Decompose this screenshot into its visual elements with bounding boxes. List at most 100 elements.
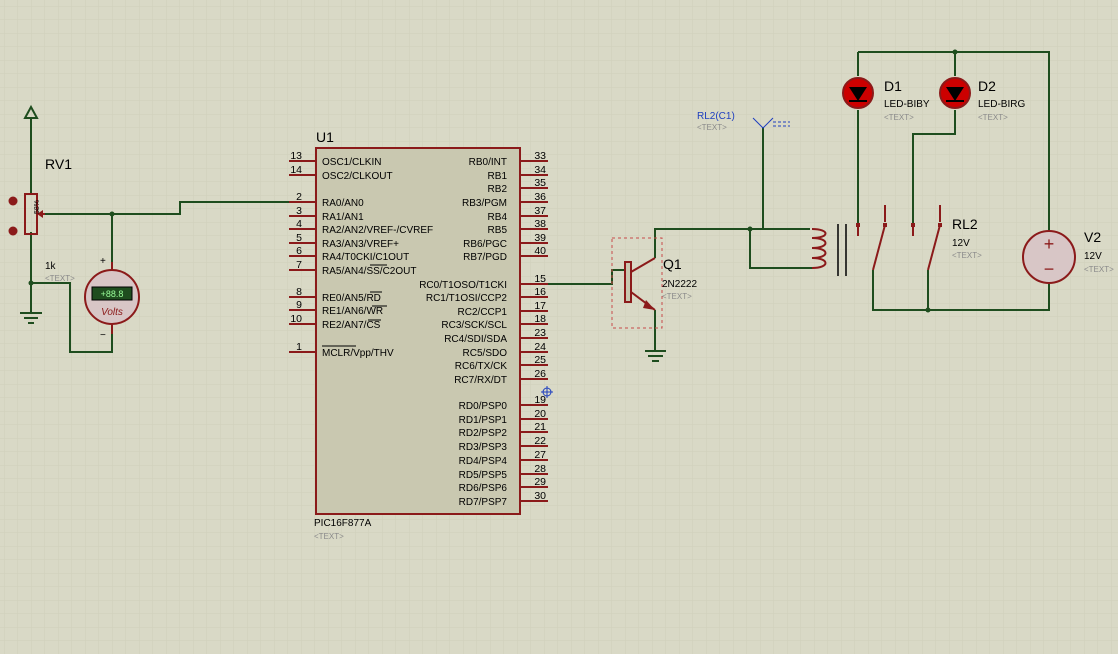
- led-d1[interactable]: [842, 77, 874, 109]
- u1-pin-label: RB3/PGM: [462, 198, 507, 209]
- u1-pin-number: 26: [534, 368, 546, 380]
- u1-pin-label: RC4/SDI/SDA: [444, 334, 507, 345]
- u1-pin-label: RB2: [488, 184, 508, 195]
- u1-pin-number: 24: [534, 341, 546, 353]
- led-d2[interactable]: [939, 77, 971, 109]
- u1-pin-number: 7: [296, 259, 302, 271]
- d1-placeholder: <TEXT>: [884, 113, 914, 122]
- voltmeter-plus: +: [100, 256, 106, 267]
- rv1-dial-label: 58%: [34, 200, 41, 214]
- u1-pin-number: 38: [534, 218, 546, 230]
- u1-pin-label: RA4/T0CKI/C1OUT: [322, 252, 409, 263]
- u1-pin-label: OSC1/CLKIN: [322, 157, 381, 168]
- u1-pin-number: 20: [534, 408, 546, 420]
- d2-value: LED-BIRG: [978, 99, 1025, 110]
- probe-label: RL2(C1): [697, 111, 735, 122]
- rv1-decrease-knob[interactable]: [8, 226, 18, 236]
- u1-pin-number: 5: [296, 232, 302, 244]
- rv1-placeholder: <TEXT>: [45, 274, 75, 283]
- q1-selection-box: [611, 237, 663, 329]
- rv1-increase-knob[interactable]: [8, 196, 18, 206]
- relay-rl2[interactable]: [811, 205, 942, 276]
- u1-pin-label: RD4/PSP4: [459, 456, 508, 467]
- u1-pin-number: 28: [534, 463, 546, 475]
- u1-ref: U1: [316, 129, 334, 145]
- u1-pin-label: RD2/PSP2: [459, 428, 508, 439]
- power-terminal[interactable]: [23, 104, 39, 124]
- rl2-ref: RL2: [952, 216, 978, 232]
- u1-pin-label: MCLR/Vpp/THV: [322, 348, 394, 359]
- u1-pin-label: RA1/AN1: [322, 212, 364, 223]
- u1-pin-number: 18: [534, 313, 546, 325]
- u1-pin-number: 8: [296, 286, 302, 298]
- v2-value: 12V: [1084, 251, 1102, 262]
- u1-pin-number: 39: [534, 232, 546, 244]
- q1-value: 2N2222: [662, 279, 697, 290]
- u1-pin-label: RC1/T1OSI/CCP2: [426, 293, 508, 304]
- q1-ref: Q1: [663, 256, 682, 272]
- u1-pin-label: RB6/PGC: [463, 239, 507, 250]
- u1-pin-label: RC0/T1OSO/T1CKI: [419, 280, 507, 291]
- relay-coil: [811, 228, 827, 269]
- u1-pin-label: RC7/RX/DT: [454, 375, 507, 386]
- u1-pin-label: RB5: [488, 225, 508, 236]
- voltmeter[interactable]: +88.8 Volts + −: [84, 256, 140, 341]
- u1-pin-number: 13: [290, 150, 302, 162]
- voltage-probe-rl2c1[interactable]: [752, 117, 790, 129]
- voltage-source-v2[interactable]: + −: [1022, 230, 1076, 284]
- u1-pin-number: 14: [290, 164, 302, 176]
- voltmeter-unit: Volts: [101, 307, 123, 318]
- u1-pin-label: RA0/AN0: [322, 198, 364, 209]
- voltmeter-reading: +88.8: [101, 289, 124, 299]
- u1-pin-number: 37: [534, 205, 546, 217]
- potentiometer-rv1[interactable]: 58%: [8, 193, 46, 236]
- u1-body[interactable]: [315, 147, 521, 515]
- transistor-q1[interactable]: [611, 237, 663, 329]
- v2-minus-sign: −: [1044, 259, 1055, 279]
- u1-pin-number: 6: [296, 245, 302, 257]
- u1-pin-number: 36: [534, 191, 546, 203]
- u1-pin-number: 3: [296, 205, 302, 217]
- rl2-placeholder: <TEXT>: [952, 251, 982, 260]
